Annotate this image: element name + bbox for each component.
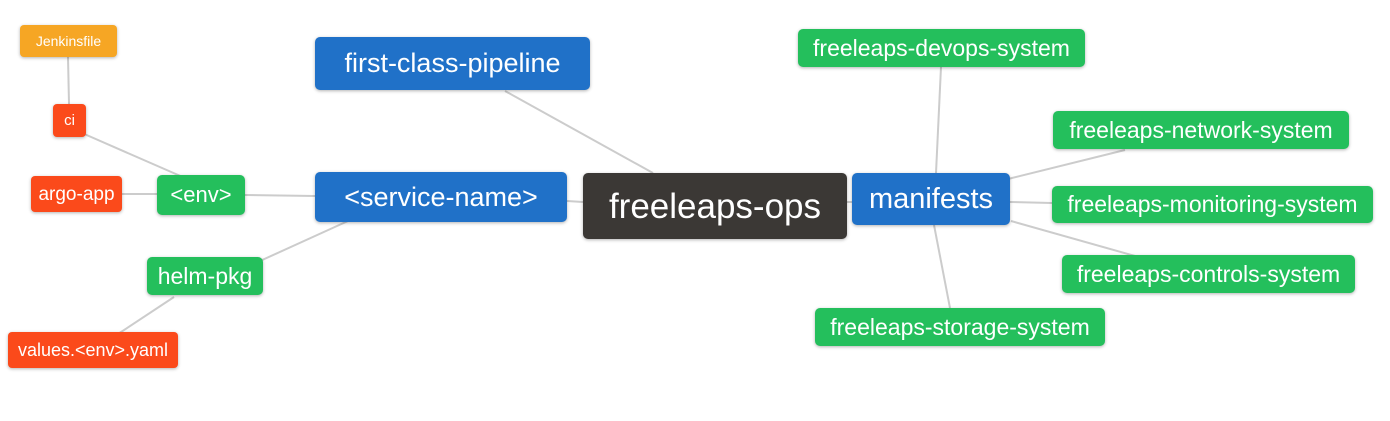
edge-manifests-network bbox=[1007, 149, 1126, 180]
node-argo-app-label: argo-app bbox=[38, 183, 115, 205]
edge-manifests-controls bbox=[1010, 220, 1136, 257]
node-jenkinsfile-label: Jenkinsfile bbox=[35, 33, 102, 49]
node-freeleaps-devops-system[interactable]: freeleaps-devops-system bbox=[798, 29, 1085, 67]
node-freeleaps-network-system-label: freeleaps-network-system bbox=[1069, 116, 1333, 143]
node-ci[interactable]: ci bbox=[53, 104, 86, 137]
node-freeleaps-ops-label: freeleaps-ops bbox=[608, 186, 822, 226]
node-freeleaps-storage-system-label: freeleaps-storage-system bbox=[830, 313, 1090, 340]
node-freeleaps-ops-root[interactable]: freeleaps-ops bbox=[583, 173, 847, 239]
node-freeleaps-storage-system[interactable]: freeleaps-storage-system bbox=[815, 308, 1105, 346]
node-freeleaps-monitoring-system-label: freeleaps-monitoring-system bbox=[1067, 191, 1358, 217]
node-helm-pkg-label: helm-pkg bbox=[157, 262, 253, 289]
edge-ci-env bbox=[81, 132, 186, 179]
node-values-env-yaml[interactable]: values.<env>.yaml bbox=[8, 332, 178, 368]
node-values-env-yaml-label: values.<env>.yaml bbox=[17, 340, 169, 360]
node-env-label: <env> bbox=[170, 182, 232, 207]
node-freeleaps-network-system[interactable]: freeleaps-network-system bbox=[1053, 111, 1349, 149]
node-service-name-label: <service-name> bbox=[344, 181, 538, 212]
edge-service-name-root bbox=[566, 200, 584, 203]
node-helm-pkg[interactable]: helm-pkg bbox=[147, 257, 263, 295]
node-manifests-label: manifests bbox=[868, 182, 994, 215]
node-freeleaps-controls-system[interactable]: freeleaps-controls-system bbox=[1062, 255, 1355, 293]
node-first-class-pipeline[interactable]: first-class-pipeline bbox=[315, 37, 590, 90]
node-freeleaps-devops-system-label: freeleaps-devops-system bbox=[813, 34, 1070, 61]
edge-helm-pkg-service-name bbox=[259, 220, 349, 262]
edge-jenkinsfile-ci bbox=[67, 56, 70, 105]
edge-first-class-pipeline-root bbox=[504, 90, 654, 174]
node-env[interactable]: <env> bbox=[157, 175, 245, 215]
node-freeleaps-controls-system-label: freeleaps-controls-system bbox=[1076, 260, 1341, 287]
node-ci-label: ci bbox=[64, 112, 75, 129]
node-argo-app[interactable]: argo-app bbox=[31, 176, 122, 212]
edge-manifests-devops bbox=[935, 66, 942, 174]
node-jenkinsfile[interactable]: Jenkinsfile bbox=[20, 25, 117, 57]
edge-manifests-monitoring bbox=[1009, 201, 1053, 204]
node-manifests[interactable]: manifests bbox=[852, 173, 1010, 225]
edge-manifests-storage bbox=[933, 224, 951, 309]
node-first-class-pipeline-label: first-class-pipeline bbox=[344, 48, 561, 78]
node-service-name[interactable]: <service-name> bbox=[315, 172, 567, 222]
edge-env-service-name bbox=[244, 194, 316, 197]
node-freeleaps-monitoring-system[interactable]: freeleaps-monitoring-system bbox=[1052, 186, 1373, 223]
edge-values-helm-pkg bbox=[117, 296, 175, 335]
